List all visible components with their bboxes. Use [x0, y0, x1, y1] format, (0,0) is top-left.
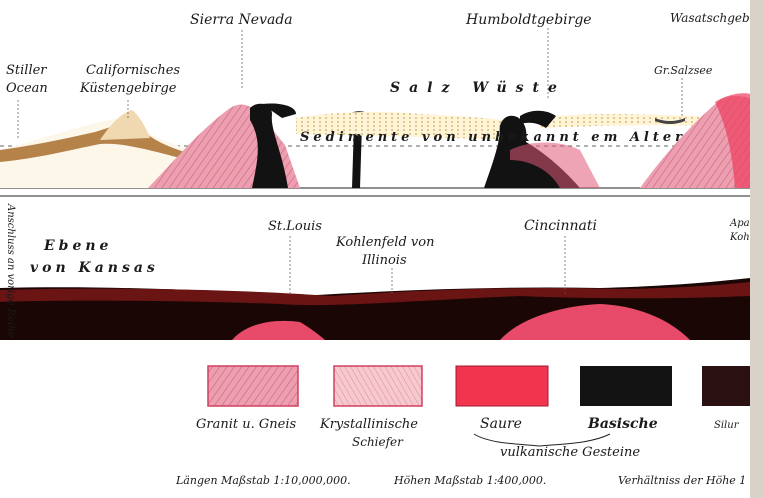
lower-section: Anschluss an vorige Reihe Ebene von Kans…	[0, 196, 759, 340]
legend-label-schist-2: Schiefer	[352, 435, 404, 449]
label-cincinnati: Cincinnati	[524, 218, 597, 234]
label-coalfield-1: Kohlenfeld von	[335, 235, 434, 250]
legend-swatch-granite	[208, 366, 298, 406]
footer-length-scale: Längen Maßstab 1:10,000,000.	[175, 474, 351, 487]
label-right-edge-2: Kohl	[729, 232, 753, 243]
legend-swatch-dark	[702, 366, 750, 406]
label-stiller-ocean-2: Ocean	[6, 81, 48, 96]
label-st-louis: St.Louis	[268, 219, 322, 234]
upper-section: Sierra Nevada Humboldtgebirge Wasatschge…	[0, 11, 763, 188]
label-coast-range-2: Küstengebirge	[79, 81, 177, 96]
label-plain-1: Ebene	[43, 238, 112, 254]
legend-label-granite: Granit u. Gneis	[196, 417, 296, 432]
label-wasatch: Wasatschgebirge	[670, 11, 763, 25]
legend-label-schist-1: Krystallinische	[319, 417, 418, 432]
footer-ratio: Verhältniss der Höhe 1	[618, 474, 746, 487]
label-continuation: Anschluss an vorige Reihe	[5, 203, 16, 338]
label-great-salt-lake: Gr.Salzsee	[654, 64, 713, 77]
footer: Längen Maßstab 1:10,000,000. Höhen Maßst…	[175, 474, 746, 487]
footer-height-scale: Höhen Maßstab 1:400,000.	[393, 474, 546, 487]
label-salt-desert: Salz Wüste	[390, 80, 566, 96]
label-coalfield-2: Illinois	[361, 253, 407, 268]
legend-swatch-acid	[456, 366, 548, 406]
label-sierra-nevada: Sierra Nevada	[190, 12, 293, 28]
label-sediments: Sedimente von unbekannt em Alter	[300, 130, 686, 145]
legend-label-basic: Basische	[587, 416, 658, 432]
label-coast-range-1: Californisches	[86, 63, 180, 78]
legend-swatch-basic	[580, 366, 672, 406]
legend: Granit u. Gneis Krystallinische Schiefer…	[196, 366, 750, 460]
legend-swatch-schist	[334, 366, 422, 406]
legend-volcanic-label: vulkanische Gesteine	[500, 445, 640, 460]
page-edge	[750, 0, 763, 498]
legend-label-dark: Silur	[714, 420, 740, 431]
label-plain-2: von Kansas	[30, 260, 159, 276]
label-stiller-ocean-1: Stiller	[6, 63, 47, 78]
label-humboldt: Humboldtgebirge	[465, 12, 592, 28]
legend-label-acid: Saure	[480, 416, 522, 432]
